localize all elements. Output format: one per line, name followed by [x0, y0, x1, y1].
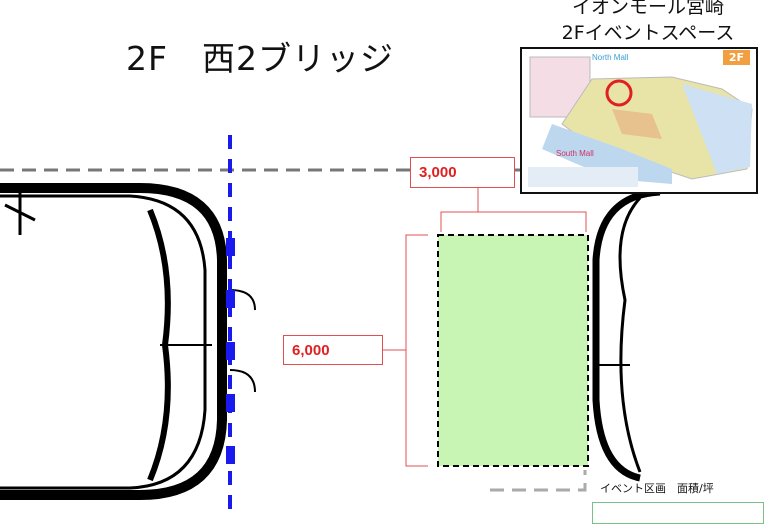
floor-plan-drawing [0, 135, 661, 512]
mall-map-inset: North Mall South Mall 2F [520, 47, 758, 194]
left-building-outline [0, 183, 256, 500]
page-title: 2F 西2ブリッジ [126, 39, 394, 78]
depth-dimension-bracket [383, 234, 428, 467]
north-mall-label: North Mall [592, 53, 629, 62]
highlight-circle [605, 79, 633, 107]
map-title: イオンモール宮崎 2Fイベントスペース [548, 0, 748, 46]
south-mall-label: South Mall [556, 149, 594, 158]
boundary-dashed-line-bottom [490, 470, 587, 492]
right-building-outline [592, 188, 661, 482]
legend-label: イベント区画 面積/坪 [600, 482, 714, 495]
map-title-line-1: イオンモール宮崎 [571, 0, 724, 18]
depth-dimension-label: 6,000 [283, 335, 383, 365]
legend-table [592, 502, 764, 524]
width-dimension-bracket [440, 188, 587, 232]
event-area [437, 234, 589, 467]
map-title-line-2: 2Fイベントスペース [561, 22, 735, 44]
width-dimension-label: 3,000 [410, 157, 515, 188]
mall-map-graphic [528, 56, 753, 187]
floor-badge: 2F [722, 50, 750, 65]
